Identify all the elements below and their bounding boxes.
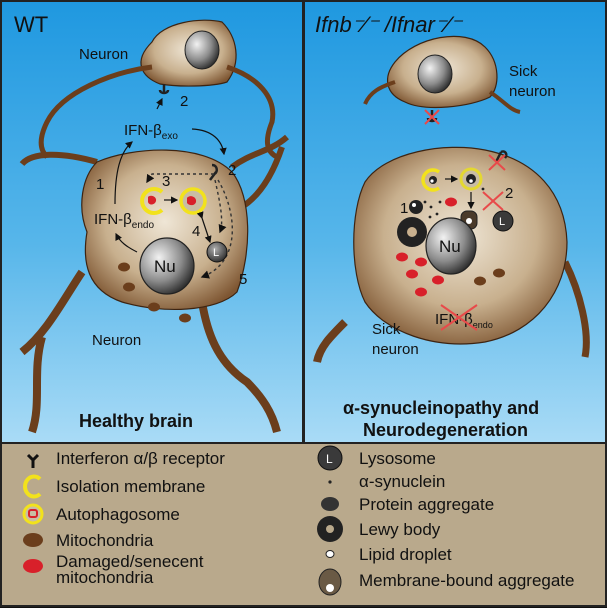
mitochondria-group-right [474,268,505,286]
legend-label-autophagosome: Autophagosome [56,505,180,524]
lipid-droplet-icon [325,550,335,558]
blocked-pathway-icon [482,191,504,211]
blocked-receptor-top-icon [424,109,440,125]
mitochondria-group [118,262,191,323]
legend-label-receptor: Interferon α/β receptor [56,449,225,468]
legend-label-membrane-bound-aggregate: Membrane-bound aggregate [359,571,575,590]
isolation-membrane-icon [23,474,42,499]
step-3-label: 3 [162,173,170,190]
lysosome-icon: L [317,445,343,471]
legend-label-isolation-membrane: Isolation membrane [56,477,206,496]
ifn-beta-exo-label: IFN-βexo [124,122,178,142]
damaged-mitochondria-group [396,252,444,297]
panel-wt: 2 IFN-βexo 2 3 5 [2,2,302,442]
legend-label-lysosome: Lysosome [359,449,436,468]
lysosome-label: L [213,247,219,259]
sick-neuron-top [363,35,521,114]
neuron-top-label: Neuron [79,46,128,63]
receptor-top-icon [158,84,170,95]
mitochondria-icon [23,533,43,547]
legend-label-damaged-mitochondria: Damaged/senecent mitochondria [56,552,204,587]
step-2b-label: 2 [228,162,236,179]
panel-knockout: Ifnb⁻⁄⁻ /Ifnar⁻⁄⁻ Sick neuron [305,2,605,442]
legend-label-mitochondria: Mitochondria [56,531,154,550]
step-2a-label: 2 [180,93,188,110]
legend-label-protein-aggregate: Protein aggregate [359,495,495,514]
wt-diagram: 2 IFN-βexo 2 3 5 [14,12,289,434]
nucleus [139,237,195,295]
protein-aggregate-icon [409,200,423,214]
legend-label-alpha-synuclein: α-synuclein [359,472,446,491]
isolation-membrane-aggregate-icon [421,168,441,192]
wt-title: WT [14,12,48,37]
sick-neuron-bottom-label-2: neuron [372,341,419,358]
blocked-receptor-right-icon [488,150,508,171]
neuron-bottom-label: Neuron [92,332,141,349]
lewy-body-icon [397,217,427,247]
legend-icons-right: L [317,445,343,596]
nucleus-right [425,217,477,275]
lysosome-icon [206,241,228,263]
nucleus-top [184,30,220,70]
ifn-beta-endo-label: IFN-βendo [94,211,154,231]
legend: Interferon α/β receptor Isolation membra… [2,444,605,605]
legend-label-lewy-body: Lewy body [359,520,441,539]
sick-neuron-top-label-1: Sick [509,63,538,80]
lysosome-icon-right [492,210,514,232]
interferon-receptor-icon [26,453,40,468]
sick-neuron-top-label-2: neuron [509,83,556,100]
damaged-mitochondria-icon [23,559,43,573]
lewy-body-icon [317,516,343,542]
step-4-label: 4 [192,223,200,240]
step-1-label: 1 [96,176,104,193]
knockout-diagram: Ifnb⁻⁄⁻ /Ifnar⁻⁄⁻ Sick neuron [313,12,590,440]
alpha-synuclein-icon [328,480,332,484]
autophagosome-aggregate-icon [459,167,483,191]
nucleus-label-right: Nu [439,237,461,256]
step-2-label: 2 [505,185,513,202]
caption-synucleinopathy: α-synucleinopathy and [343,398,539,418]
svg-text:L: L [326,452,333,466]
legend-label-lipid-droplet: Lipid droplet [359,545,452,564]
autophagosome-icon [22,503,44,525]
caption-neurodegeneration: Neurodegeneration [363,420,528,440]
legend-icons-left [22,453,44,573]
blocked-ifn-icon [440,304,478,331]
isolation-membrane-icon [140,187,164,215]
membrane-bound-aggregate-icon [318,568,342,596]
protein-aggregate-icon [321,497,339,511]
nucleus-label: Nu [154,257,176,276]
step-5-label: 5 [239,271,247,288]
lysosome-label-right: L [499,216,505,228]
autophagosome-icon [179,187,207,215]
knockout-title: Ifnb⁻⁄⁻ /Ifnar⁻⁄⁻ [315,12,464,37]
sick-neuron-bottom-label-1: Sick [372,321,401,338]
receptor-right-icon [209,163,218,181]
step-1-label-right: 1 [400,200,408,217]
caption-healthy-brain: Healthy brain [79,411,193,431]
